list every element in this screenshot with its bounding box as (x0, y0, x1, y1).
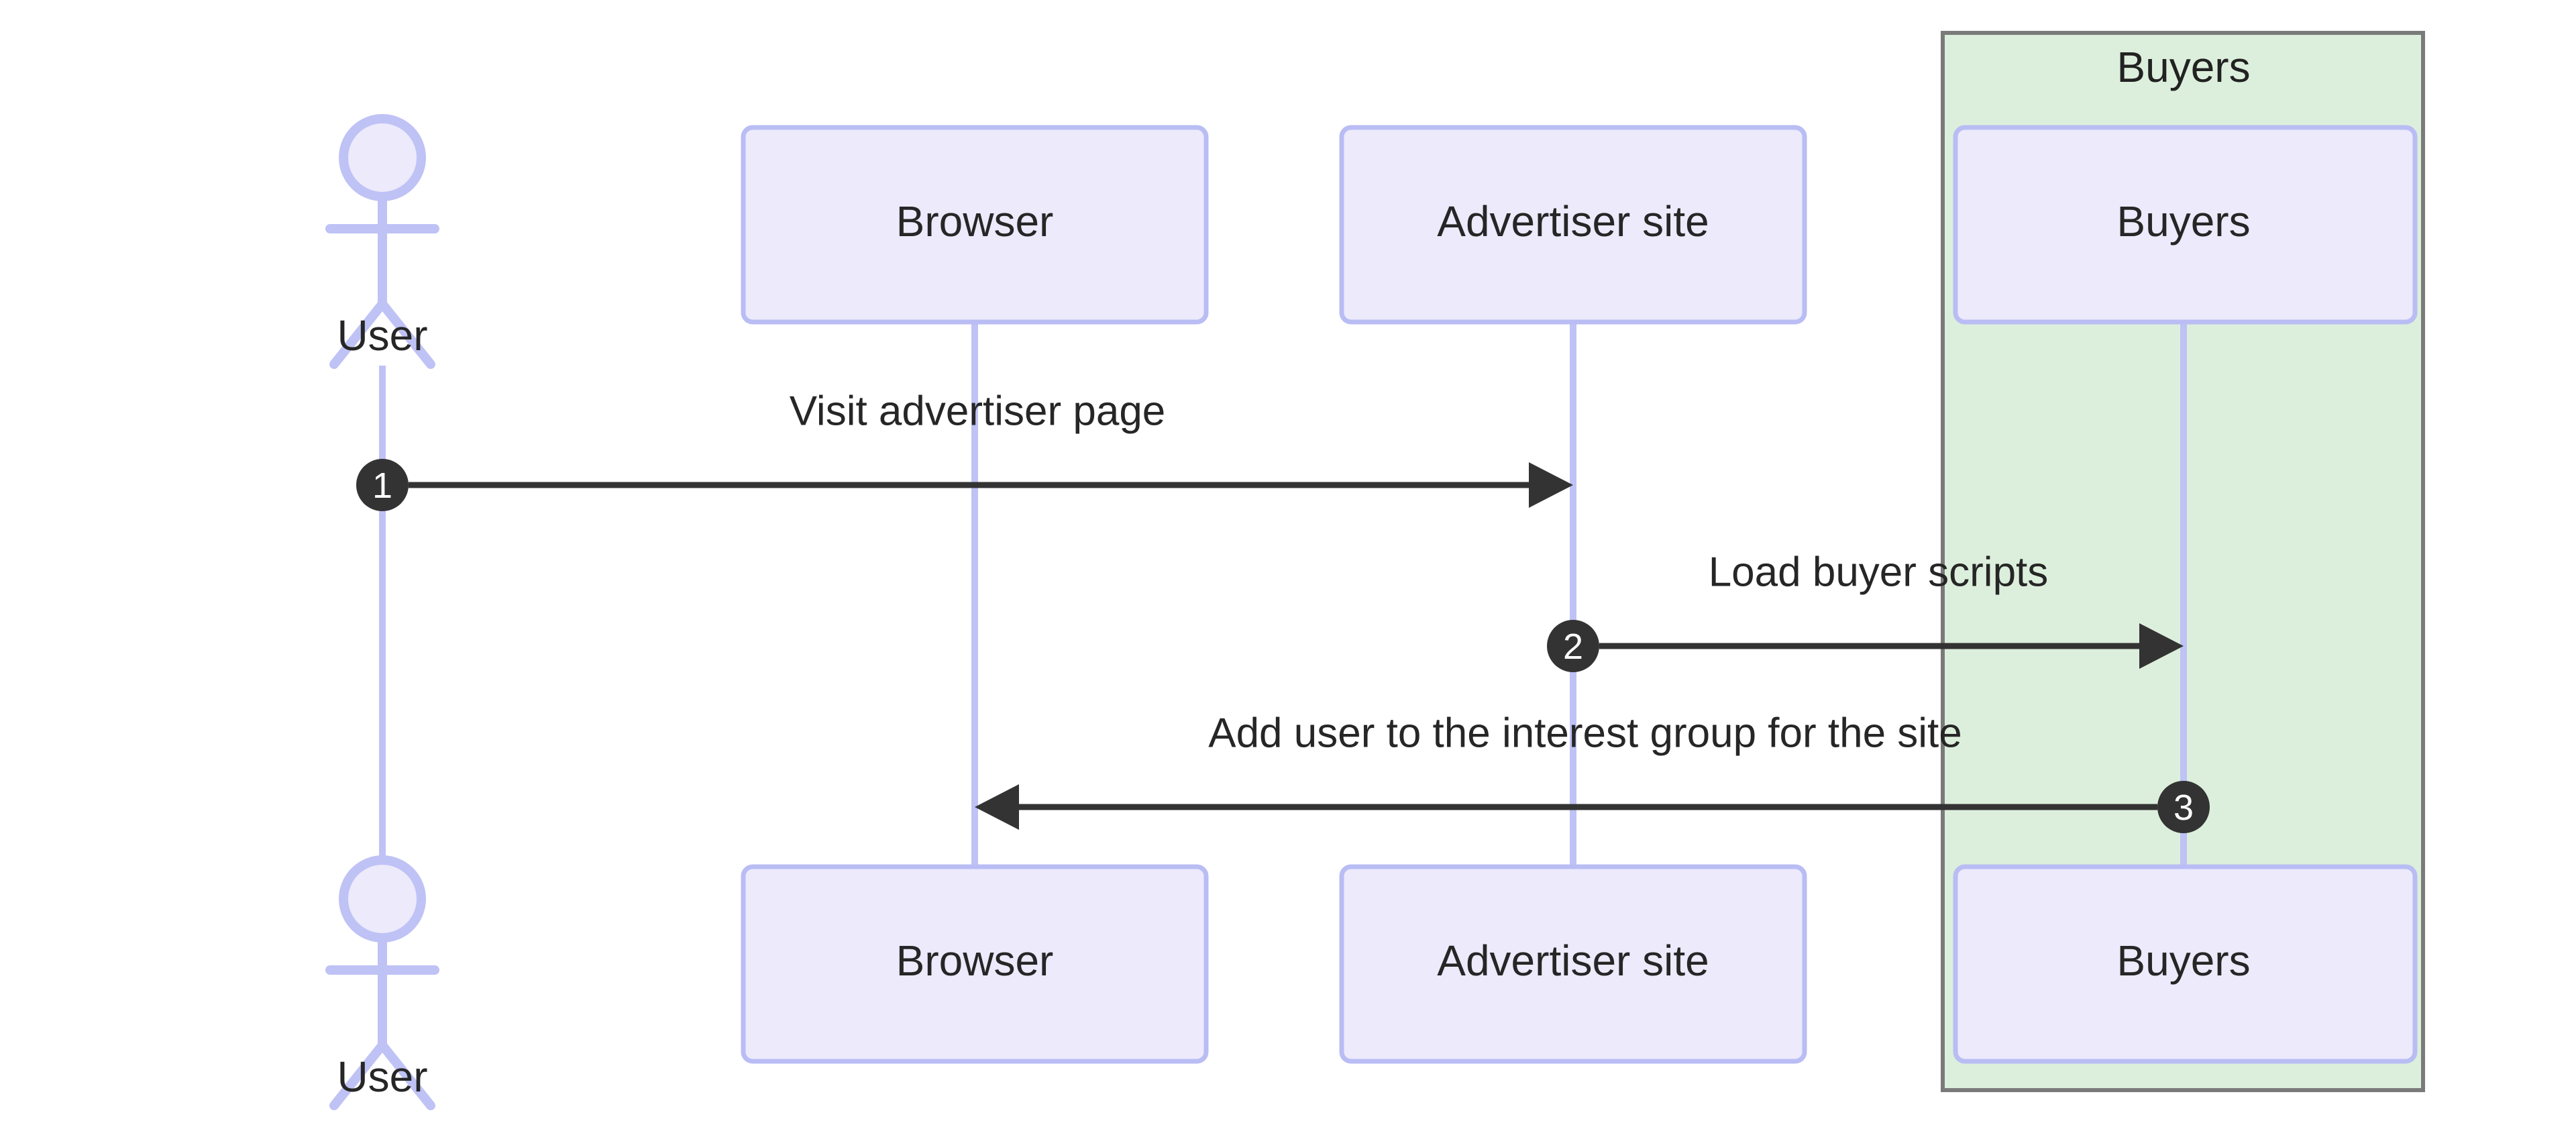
participant-label: Advertiser site (1437, 937, 1709, 985)
sequence-badge-1[interactable]: 1 (356, 459, 409, 511)
actor-head-icon (339, 114, 426, 201)
participant-box[interactable] (741, 864, 1209, 1064)
sequence-badge-circle[interactable] (1547, 620, 1599, 672)
message-2[interactable]: Load buyer scripts (1599, 549, 2184, 669)
participant-label: Buyers (2116, 197, 2250, 246)
participant-label: Browser (896, 937, 1054, 985)
message-1[interactable]: Visit advertiser page (409, 388, 1573, 508)
actor-label: User (337, 1053, 427, 1101)
participant-box[interactable] (1339, 125, 1807, 325)
lifelines-layer (379, 322, 2187, 867)
sequence-badges-layer: 1 2 3 (356, 459, 2210, 833)
participant-box[interactable] (1953, 864, 2418, 1064)
message-arrowhead-icon (2139, 623, 2184, 669)
sequence-badge-circle[interactable] (2157, 781, 2210, 833)
message-label: Load buyer scripts (1709, 549, 2049, 595)
actor-leg-right-icon (378, 299, 435, 369)
message-label: Add user to the interest group for the s… (1208, 710, 1962, 756)
participant-box[interactable] (741, 125, 1209, 325)
sequence-badge-2[interactable]: 2 (1547, 620, 1599, 672)
actor-leg-left-icon (329, 299, 387, 369)
participant-advertiser-site-bottom[interactable]: Advertiser site (1339, 864, 1807, 1064)
actor-head-icon (339, 855, 426, 943)
sequence-badge-number: 3 (2174, 788, 2194, 828)
group-box-title: Buyers (2116, 43, 2250, 91)
participant-buyers-top[interactable]: Buyers (1953, 125, 2418, 325)
sequence-badge-circle[interactable] (356, 459, 409, 511)
participant-buyers-bottom[interactable]: Buyers (1953, 864, 2418, 1064)
message-arrowhead-icon (1529, 462, 1573, 508)
participant-browser-bottom[interactable]: Browser (741, 864, 1209, 1064)
participant-label: Browser (896, 197, 1054, 246)
message-label: Visit advertiser page (790, 388, 1166, 434)
actor-leg-left-icon (329, 1040, 387, 1110)
actor-label: User (337, 311, 427, 360)
participant-box[interactable] (1339, 864, 1807, 1064)
participant-browser-top[interactable]: Browser (741, 125, 1209, 325)
actor-user-bottom: User (325, 855, 439, 1110)
sequence-badge-number: 1 (372, 466, 392, 506)
participant-box[interactable] (1953, 125, 2418, 325)
sequence-badge-number: 2 (1563, 627, 1583, 667)
participant-label: Advertiser site (1437, 197, 1709, 246)
participant-advertiser-site-top[interactable]: Advertiser site (1339, 125, 1807, 325)
actor-leg-right-icon (378, 1040, 435, 1110)
actor-user-top: User (325, 114, 439, 369)
message-arrowhead-icon (975, 784, 1019, 830)
participant-label: Buyers (2116, 937, 2250, 985)
message-3[interactable]: Add user to the interest group for the s… (975, 710, 2157, 830)
sequence-badge-3[interactable]: 3 (2157, 781, 2210, 833)
